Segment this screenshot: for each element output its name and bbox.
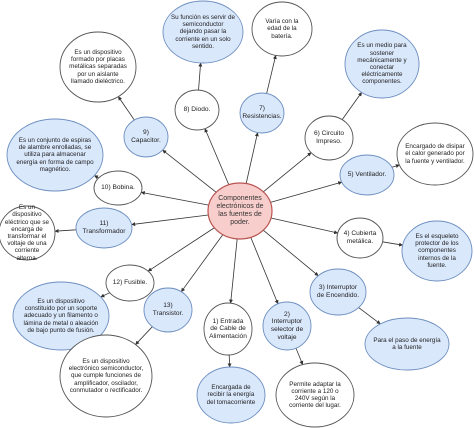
detail-node-transistor [59, 334, 153, 418]
node-label-bobina: 10) Bobina. [101, 184, 135, 192]
node-fusible [105, 264, 155, 302]
node-diodo [174, 89, 220, 131]
arrow-fusible-to-detail [100, 292, 110, 298]
node-label-entrada_cable: 1) Entrada de Cable de Alimentación [209, 317, 247, 340]
central-topic-node [207, 182, 273, 240]
node-cubierta [336, 217, 384, 259]
node-interruptor_encendido [309, 268, 367, 316]
node-label-ventilador: 5) Ventilador. [347, 171, 387, 179]
arrow-transistor-to-detail [135, 326, 153, 345]
node-resistencias [239, 92, 285, 134]
detail-node-transformador [0, 205, 56, 261]
node-circuito [304, 115, 354, 161]
arrow-center-to-interruptor_encendido [263, 229, 319, 276]
arrow-center-to-capacitor [162, 149, 217, 193]
arrow-center-to-bobina [140, 191, 209, 206]
detail-node-circuito [344, 29, 420, 99]
node-label-interruptor_voltaje: 2) Interruptor selector de voltaje [270, 310, 304, 341]
node-transistor [143, 287, 193, 333]
detail-node-capacitor [59, 31, 137, 103]
detail-node-ventilador [396, 122, 474, 186]
detail-node-interruptor_voltaje [275, 362, 355, 428]
node-label-circuito: 6) Circuito Impreso. [313, 130, 345, 145]
node-label-interruptor_encendido: 3) Interruptor de Encendido. [316, 284, 360, 299]
arrow-center-to-entrada_cable [229, 238, 238, 304]
detail-label-interruptor_encendido: Para el paso de energía a la fuente [373, 336, 441, 351]
node-label-transistor: 13) Transistor. [152, 302, 184, 317]
arrow-interruptor_encendido-to-detail [358, 307, 381, 325]
node-entrada_cable [203, 302, 253, 356]
detail-label-cubierta: Es el esqueleto protector de los compone… [415, 232, 459, 269]
arrow-center-to-cubierta [270, 217, 339, 235]
arrow-center-to-resistencias [245, 132, 259, 184]
node-label-fusible: 12) Fusible. [112, 279, 148, 287]
arrow-center-to-ventilador [270, 181, 343, 203]
detail-label-transformador: Es un dispositivo eléctrico que se encar… [4, 204, 50, 262]
node-transformador [75, 207, 133, 249]
arrow-center-to-interruptor_voltaje [250, 237, 279, 305]
central-topic-label: Componentes electrónicos de las fuentes … [216, 194, 264, 227]
node-label-cubierta: 4) Cubierta metálica. [343, 230, 377, 245]
detail-node-entrada_cable [196, 366, 266, 424]
detail-label-diodo: Su función es servir de semiconductor de… [170, 13, 236, 50]
node-label-capacitor: 9) Capacitor. [131, 129, 161, 144]
detail-label-ventilador: Encargado de disipar el calor generado p… [405, 143, 465, 165]
arrow-bobina-to-detail [93, 175, 99, 180]
arrow-ventilador-to-detail [391, 164, 400, 168]
node-label-transformador: 11) Transformador [82, 220, 126, 235]
detail-label-capacitor: Es un dispositivo formado por placas met… [69, 48, 127, 85]
arrow-center-to-transistor [180, 234, 224, 293]
arrow-center-to-transformador [131, 214, 209, 227]
detail-label-entrada_cable: Encargada de recibir la energía del toma… [206, 384, 256, 406]
arrow-transformador-to-detail [54, 228, 77, 233]
detail-label-circuito: Es un medio para sostener mecánicamente … [357, 42, 407, 86]
arrow-capacitor-to-detail [117, 96, 135, 121]
detail-label-bobina: Es un conjunto de espiras de alambre enr… [16, 136, 94, 173]
node-label-resistencias: 7) Resistencias. [242, 105, 282, 120]
detail-label-transistor: Es un dispositivo electrónico semiconduc… [68, 357, 144, 394]
node-interruptor_voltaje [262, 301, 312, 351]
arrow-center-to-fusible [147, 227, 215, 272]
detail-label-fusible: Es un dispositivo constituido por un sop… [23, 297, 99, 334]
node-label-diodo: 8) Diodo. [183, 106, 211, 114]
arrow-center-to-diodo [204, 128, 230, 185]
detail-node-bobina [6, 118, 104, 192]
node-ventilador [339, 154, 395, 196]
detail-label-interruptor_voltaje: Permite adaptar la corriente a 120 o 240… [289, 380, 341, 410]
arrow-diodo-to-detail [198, 62, 203, 91]
arrow-interruptor_voltaje-to-detail [295, 348, 304, 366]
detail-node-fusible [12, 281, 110, 351]
arrow-circuito-to-detail [341, 92, 362, 120]
arrow-resistencias-to-detail [266, 55, 277, 94]
detail-node-resistencias [251, 1, 313, 57]
detail-node-interruptor_encendido [364, 317, 450, 371]
arrow-entrada_cable-to-detail [227, 354, 232, 368]
arrow-center-to-circuito [263, 152, 312, 193]
detail-node-diodo [162, 0, 244, 64]
arrow-cubierta-to-detail [382, 241, 404, 247]
node-bobina [93, 170, 143, 206]
detail-label-resistencias: Varía con la edad de la batería. [265, 18, 299, 40]
detail-node-cubierta [401, 220, 473, 282]
node-capacitor [123, 116, 169, 158]
